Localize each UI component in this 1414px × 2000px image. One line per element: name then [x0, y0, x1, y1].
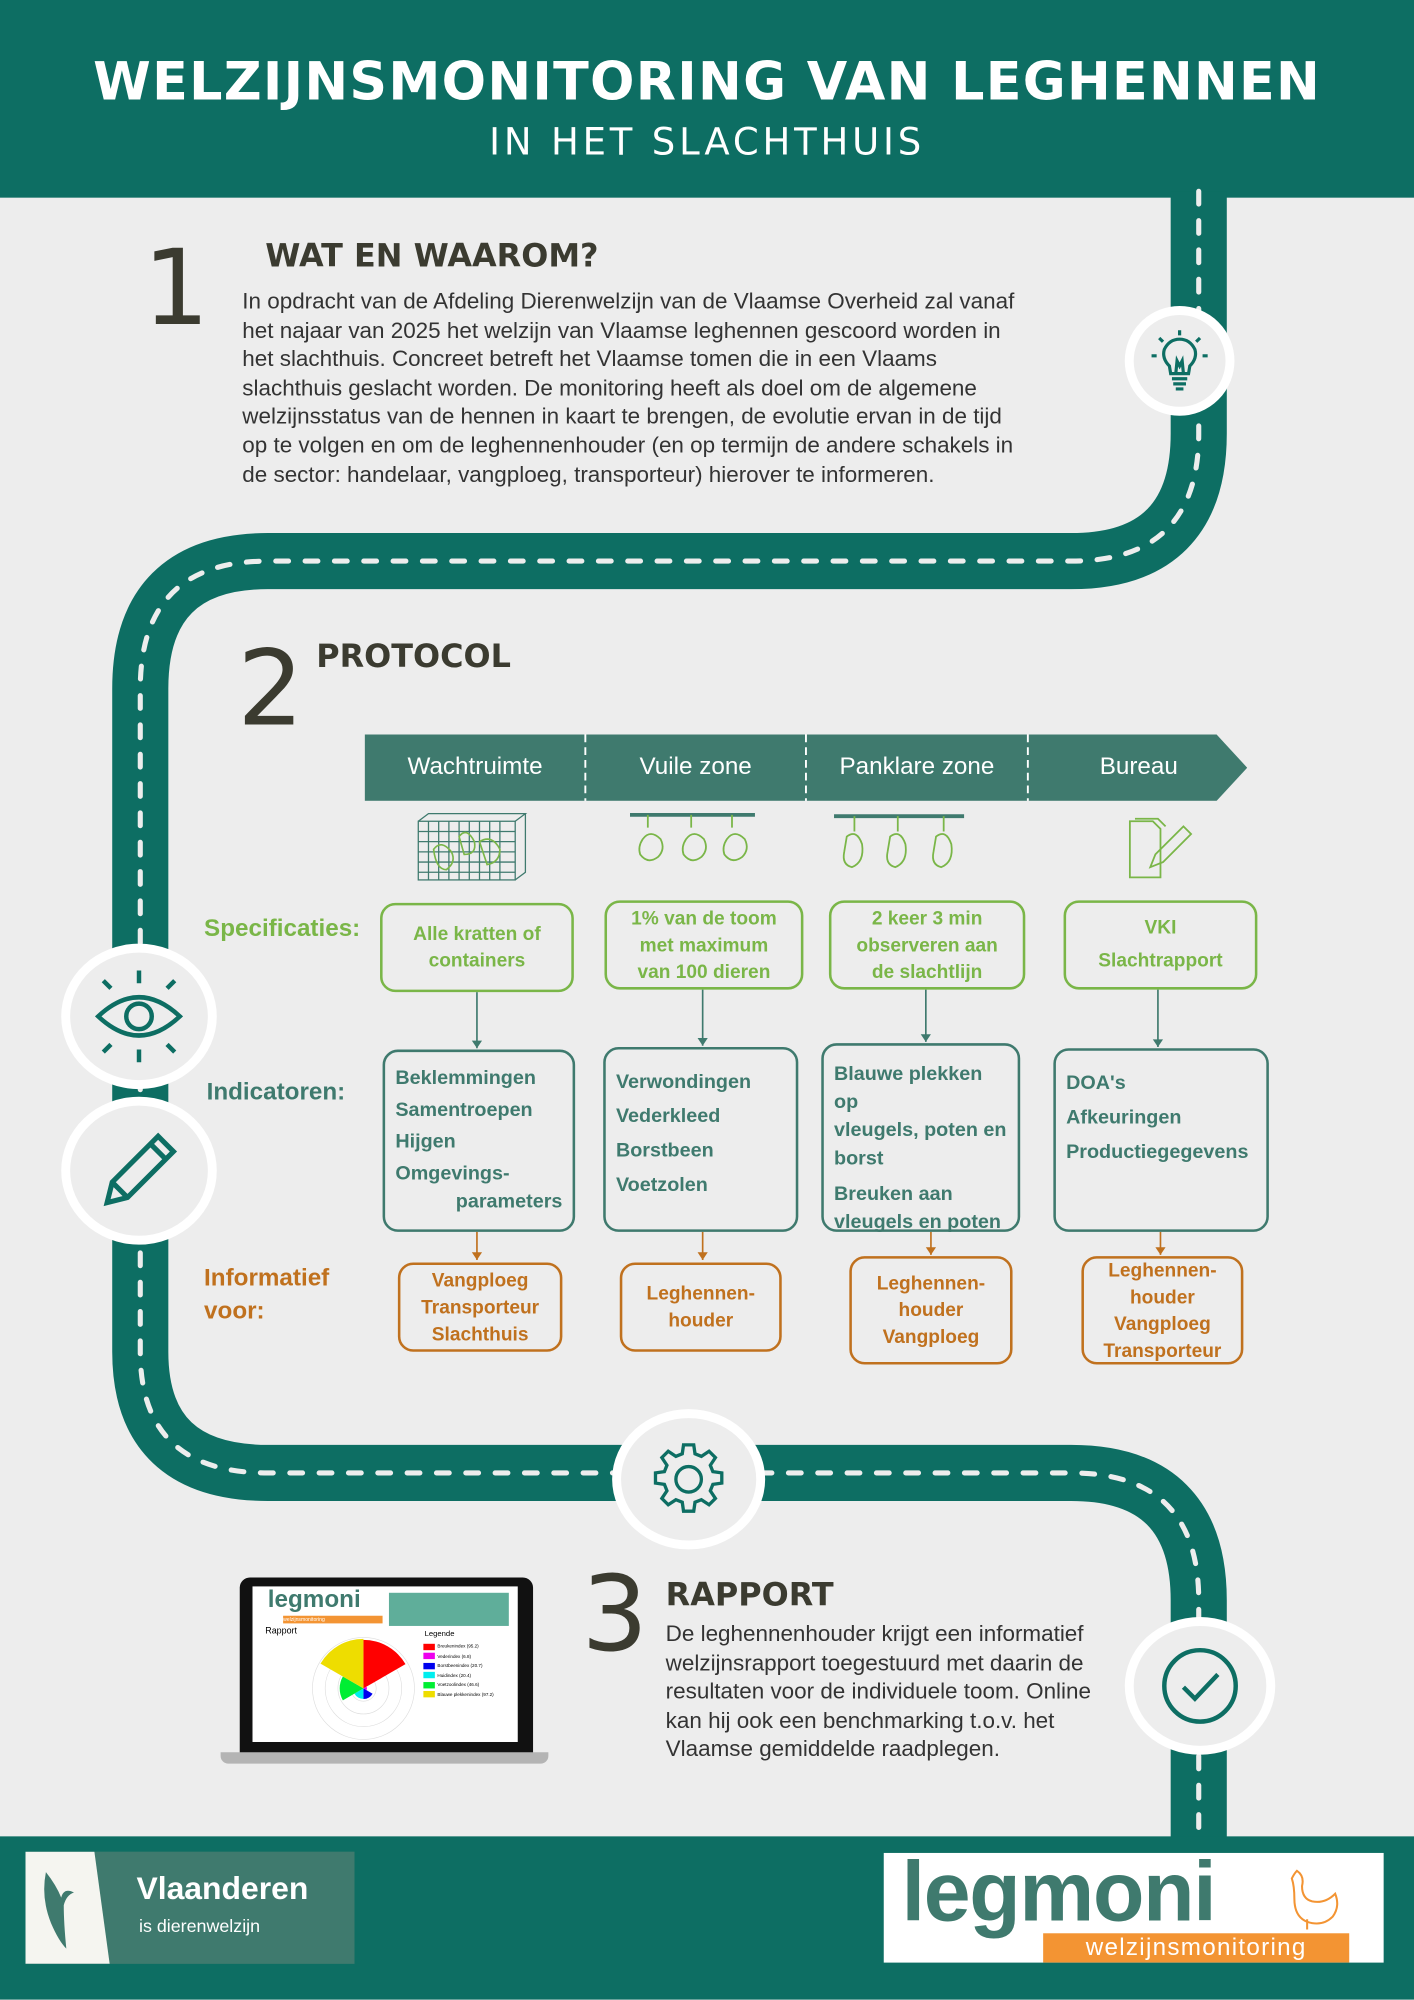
page-subtitle: IN HET SLACHTHUIS [489, 119, 926, 164]
lightbulb-icon [1124, 306, 1235, 416]
legend-label: Vederindex (6.8) [437, 1653, 472, 1659]
vlaanderen-logo: Vlaanderen is dierenwelzijn [25, 1851, 355, 1964]
header-banner [0, 0, 1414, 198]
specs-label: Specificaties: [204, 915, 361, 943]
section-heading-1: WAT EN WAAROM? [265, 237, 599, 275]
indicators-label: Indicatoren: [206, 1078, 346, 1106]
zone-wachtruimte: Wachtruimte [407, 753, 543, 781]
legend-label: Breukenindex (95.2) [437, 1643, 479, 1649]
legmoni-logo: legmoni welzijnsmonitoring [883, 1852, 1384, 1963]
hen-icon [1290, 1869, 1339, 1930]
legend-swatch [423, 1652, 435, 1660]
info-box-vuile: Leghennen-houder [619, 1262, 782, 1352]
section-3-text: De leghennenhouder krijgt een informatie… [665, 1620, 1091, 1762]
polar-sector [363, 1686, 367, 1691]
eye-icon [61, 943, 217, 1090]
report-label: Rapport [265, 1627, 298, 1637]
zone-vuile: Vuile zone [639, 753, 752, 781]
legend-title: Legende [424, 1631, 455, 1639]
document-pencil-icon [1128, 817, 1193, 879]
page-title: WELZIJNSMONITORING VAN LEGHENNEN [93, 51, 1322, 113]
crate-with-hens-icon [417, 812, 528, 881]
legend-label: Huidindex (20.4) [437, 1672, 472, 1678]
section-heading-3: RAPPORT [665, 1576, 834, 1614]
hanging-hens-icon [629, 812, 755, 862]
hanging-carcasses-icon [834, 814, 965, 869]
section-1-text: In opdracht van de Afdeling Dierenwelzij… [242, 288, 1015, 487]
polar-grid-ring [312, 1637, 415, 1740]
polar-sector [320, 1638, 364, 1689]
polar-chart [312, 1637, 415, 1740]
polar-sector [363, 1639, 406, 1689]
legend-swatch [423, 1691, 435, 1698]
section-number-3: 3 [581, 1554, 649, 1676]
legend-swatch [423, 1643, 435, 1650]
zone-panklare: Panklare zone [839, 753, 995, 781]
legend-item: Voetzoolindex (46.6) [423, 1681, 493, 1691]
legmoni-wordmark: legmoni [901, 1852, 1217, 1939]
pencil-icon [61, 1096, 217, 1245]
legend-item: Blauwe plekkenindex (97.2) [423, 1690, 494, 1700]
legend-label: Blauwe plekkenindex (97.2) [437, 1691, 494, 1697]
legend-label: Voetzoolindex (46.6) [437, 1682, 480, 1688]
laptop-logo-sub: welzijnsmonitoring [283, 1615, 383, 1624]
process-arrow-bar [364, 734, 1248, 801]
laptop-base [220, 1752, 549, 1764]
legend-label: Borstbeenindex (20.7) [437, 1662, 483, 1669]
legmoni-tagline: welzijnsmonitoring [1043, 1933, 1350, 1963]
polar-sector [354, 1688, 364, 1699]
connector-arrows [471, 989, 1166, 1260]
polar-sector [339, 1676, 364, 1701]
legend-item: Breukenindex (95.2) [423, 1643, 493, 1653]
legend-swatch [423, 1681, 435, 1688]
chart-legend: Breukenindex (95.2) Vederindex (6.8) Borst… [423, 1643, 494, 1700]
section-heading-2: PROTOCOL [316, 637, 511, 675]
gear-icon [612, 1409, 766, 1550]
legend-item: Borstbeenindex (20.7) [423, 1662, 493, 1672]
polar-sector [363, 1688, 373, 1699]
section-number-2: 2 [237, 628, 304, 750]
laptop-screen-report: legmoni welzijnsmonitoring Rapport Legen… [252, 1586, 518, 1742]
legend-item: Vederindex (6.8) [423, 1652, 493, 1662]
legend-swatch [423, 1671, 435, 1679]
laptop-logo: legmoni [267, 1586, 361, 1614]
zone-bureau: Bureau [1099, 753, 1178, 781]
legend-item: Huidindex (20.4) [423, 1671, 493, 1681]
section-number-1: 1 [142, 228, 210, 350]
legend-swatch [423, 1662, 435, 1669]
info-label: Informatief voor: [204, 1265, 330, 1325]
checkmark-icon [1124, 1617, 1276, 1755]
